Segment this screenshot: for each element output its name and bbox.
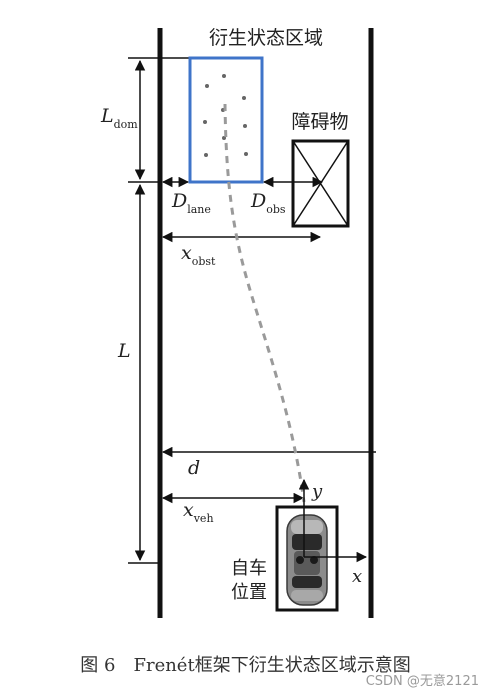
- d-lane-label-main: D: [171, 190, 187, 212]
- region-title: 衍生状态区域: [209, 27, 323, 49]
- sample-dot: [242, 96, 246, 100]
- ego-label-line1: 自车: [231, 558, 267, 579]
- x-veh-label-sub: veh: [193, 512, 214, 525]
- d-obs-label: Dobs: [250, 190, 286, 216]
- l-label: L: [117, 340, 131, 362]
- x-obst-label-main: x: [181, 242, 192, 264]
- region-sample-dots: [203, 74, 248, 157]
- d-lane-label: Dlane: [171, 190, 211, 216]
- derived-state-region-box: [188, 56, 264, 184]
- axis-y-label: y: [311, 481, 323, 502]
- d-lane-label-sub: lane: [187, 203, 211, 216]
- sample-dot: [204, 153, 208, 157]
- sample-dot: [244, 152, 248, 156]
- l-dom-label-sub: dom: [114, 118, 139, 131]
- x-obst-label-sub: obst: [192, 255, 216, 268]
- sample-dot: [222, 74, 226, 78]
- x-veh-label-main: x: [183, 499, 194, 521]
- figure-caption: 图 6 Frenét框架下衍生状态区域示意图: [80, 655, 411, 676]
- l-dom-label: Ldom: [100, 105, 138, 131]
- predicted-path: [223, 103, 306, 503]
- d-obs-label-sub: obs: [266, 203, 286, 216]
- sample-dot: [243, 124, 247, 128]
- l-dom-label-main: L: [100, 105, 114, 127]
- sample-dot: [203, 120, 207, 124]
- car-icon: [286, 514, 328, 606]
- obstacle-label: 障碍物: [291, 111, 348, 133]
- d-label: d: [188, 457, 200, 479]
- ego-label-line2: 位置: [231, 582, 267, 603]
- sample-dot: [205, 84, 209, 88]
- ego-vehicle-box: [275, 505, 339, 612]
- x-obst-label: xobst: [181, 242, 216, 268]
- x-veh-label: xveh: [183, 499, 214, 525]
- watermark: CSDN @无意2121: [365, 674, 479, 689]
- axis-x-label: x: [352, 566, 362, 587]
- d-obs-label-main: D: [250, 190, 266, 212]
